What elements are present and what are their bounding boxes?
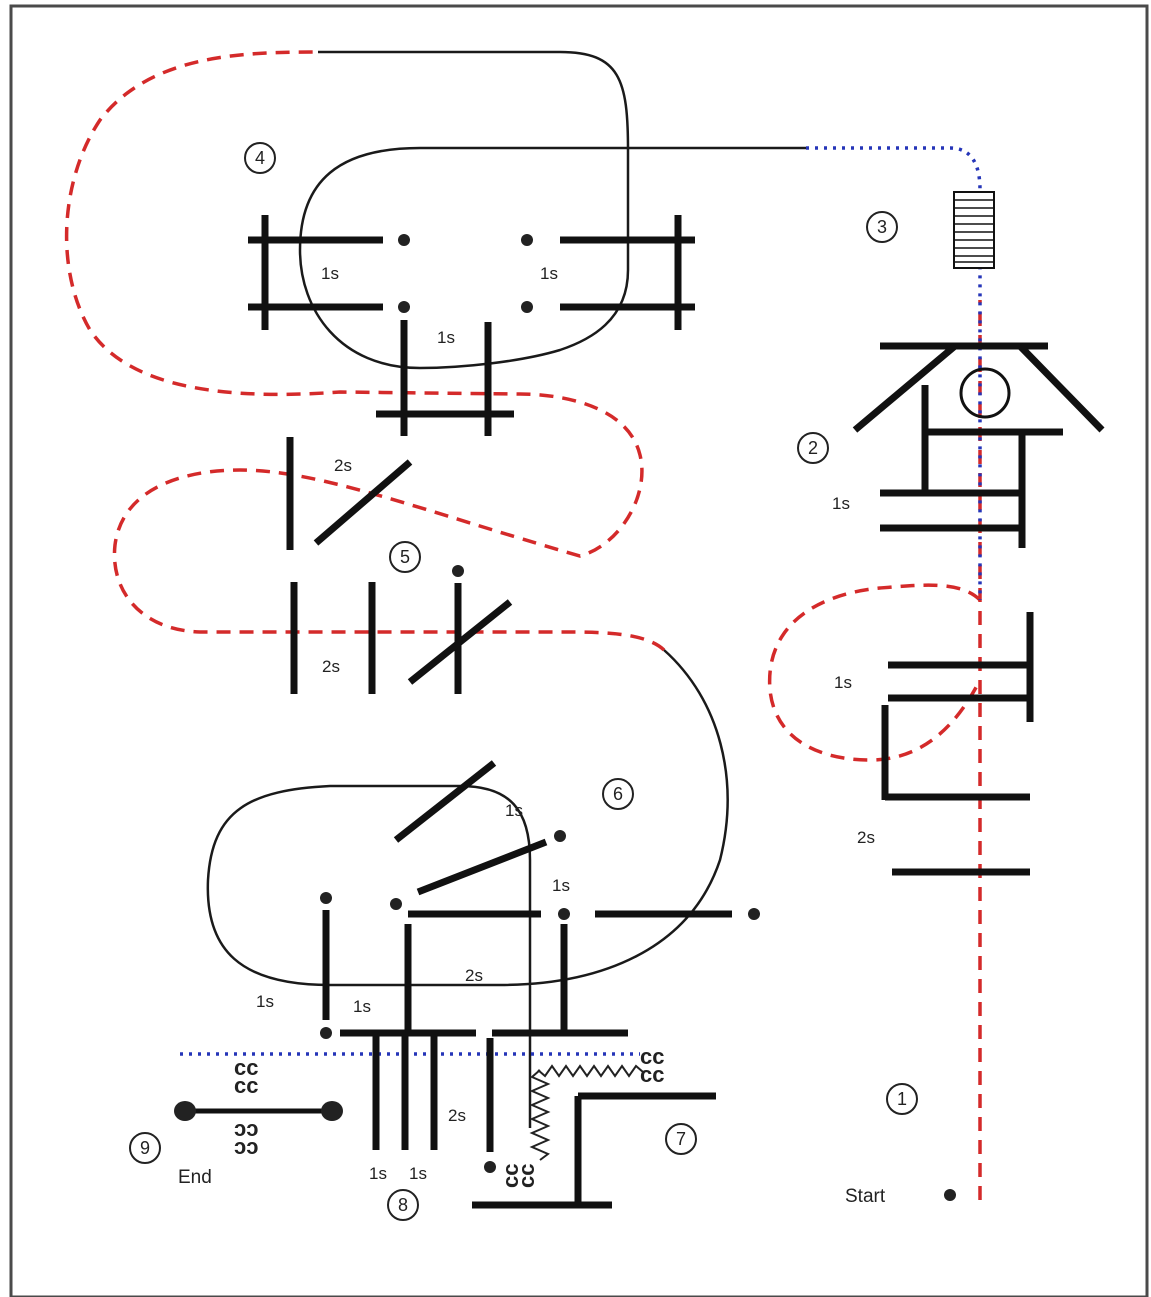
time-label: 1s bbox=[409, 1164, 427, 1183]
tunnel-upper bbox=[298, 50, 806, 370]
time-label: 2s bbox=[857, 828, 875, 847]
station-7-obstacles bbox=[472, 1092, 716, 1209]
right-lower-jumps bbox=[881, 612, 1034, 876]
svg-text:ↄↄ: ↄↄ bbox=[234, 1134, 258, 1159]
end-table bbox=[174, 1101, 343, 1121]
time-label: 1s bbox=[505, 801, 523, 820]
start-label: Start bbox=[845, 1186, 886, 1207]
spring-icon bbox=[529, 1064, 644, 1161]
svg-text:8: 8 bbox=[398, 1195, 408, 1215]
station-4-obstacles bbox=[248, 215, 695, 436]
station-8-obstacles bbox=[372, 1033, 496, 1173]
svg-text:2: 2 bbox=[808, 438, 818, 458]
svg-text:cc: cc bbox=[640, 1044, 664, 1069]
svg-text:7: 7 bbox=[676, 1129, 686, 1149]
svg-text:4: 4 bbox=[255, 148, 265, 168]
ladder-icon bbox=[953, 191, 995, 269]
time-label: 2s bbox=[334, 456, 352, 475]
svg-text:5: 5 bbox=[400, 547, 410, 567]
time-label: 2s bbox=[465, 966, 483, 985]
time-label: 1s bbox=[832, 494, 850, 513]
start-marker bbox=[944, 1189, 956, 1201]
station-badge-2: 2 bbox=[797, 432, 829, 464]
station-badge-9: 9 bbox=[129, 1132, 161, 1164]
time-label: 1s bbox=[353, 997, 371, 1016]
svg-text:cc: cc bbox=[498, 1164, 523, 1188]
svg-text:cc: cc bbox=[514, 1164, 539, 1188]
time-label: 1s bbox=[369, 1164, 387, 1183]
time-label: 1s bbox=[437, 328, 455, 347]
station-5-obstacles bbox=[286, 437, 513, 694]
svg-text:cc: cc bbox=[234, 1055, 258, 1080]
time-label: 2s bbox=[448, 1106, 466, 1125]
end-label: End bbox=[178, 1167, 212, 1188]
time-label: 1s bbox=[540, 264, 558, 283]
station-badge-5: 5 bbox=[389, 541, 421, 573]
station-badge-8: 8 bbox=[387, 1189, 419, 1221]
time-label: 1s bbox=[256, 992, 274, 1011]
svg-text:cc: cc bbox=[234, 1073, 258, 1098]
coil-icon: cc cc cc cc ↄↄ ↄↄ cc cc bbox=[234, 1044, 664, 1188]
svg-text:ↄↄ: ↄↄ bbox=[234, 1116, 258, 1141]
time-label: 2s bbox=[322, 657, 340, 676]
station-2-obstacles bbox=[852, 342, 1105, 548]
svg-text:3: 3 bbox=[877, 217, 887, 237]
station-badge-7: 7 bbox=[665, 1123, 697, 1155]
time-label: 1s bbox=[321, 264, 339, 283]
time-label: 1s bbox=[834, 673, 852, 692]
svg-text:9: 9 bbox=[140, 1138, 150, 1158]
frame-border bbox=[9, 4, 1149, 1297]
station-6-obstacles bbox=[320, 760, 760, 1039]
station-badge-6: 6 bbox=[602, 778, 634, 810]
tire-icon bbox=[959, 367, 1011, 419]
svg-text:cc: cc bbox=[640, 1062, 664, 1087]
station-badge-3: 3 bbox=[866, 211, 898, 243]
time-label: 1s bbox=[552, 876, 570, 895]
route-red-serpentine bbox=[64, 50, 666, 652]
route-blue-top bbox=[806, 146, 982, 600]
station-badge-1: 1 bbox=[886, 1083, 918, 1115]
svg-text:1: 1 bbox=[897, 1089, 907, 1109]
route-red-loop-right bbox=[767, 583, 982, 762]
svg-text:6: 6 bbox=[613, 784, 623, 804]
station-badge-4: 4 bbox=[244, 142, 276, 174]
